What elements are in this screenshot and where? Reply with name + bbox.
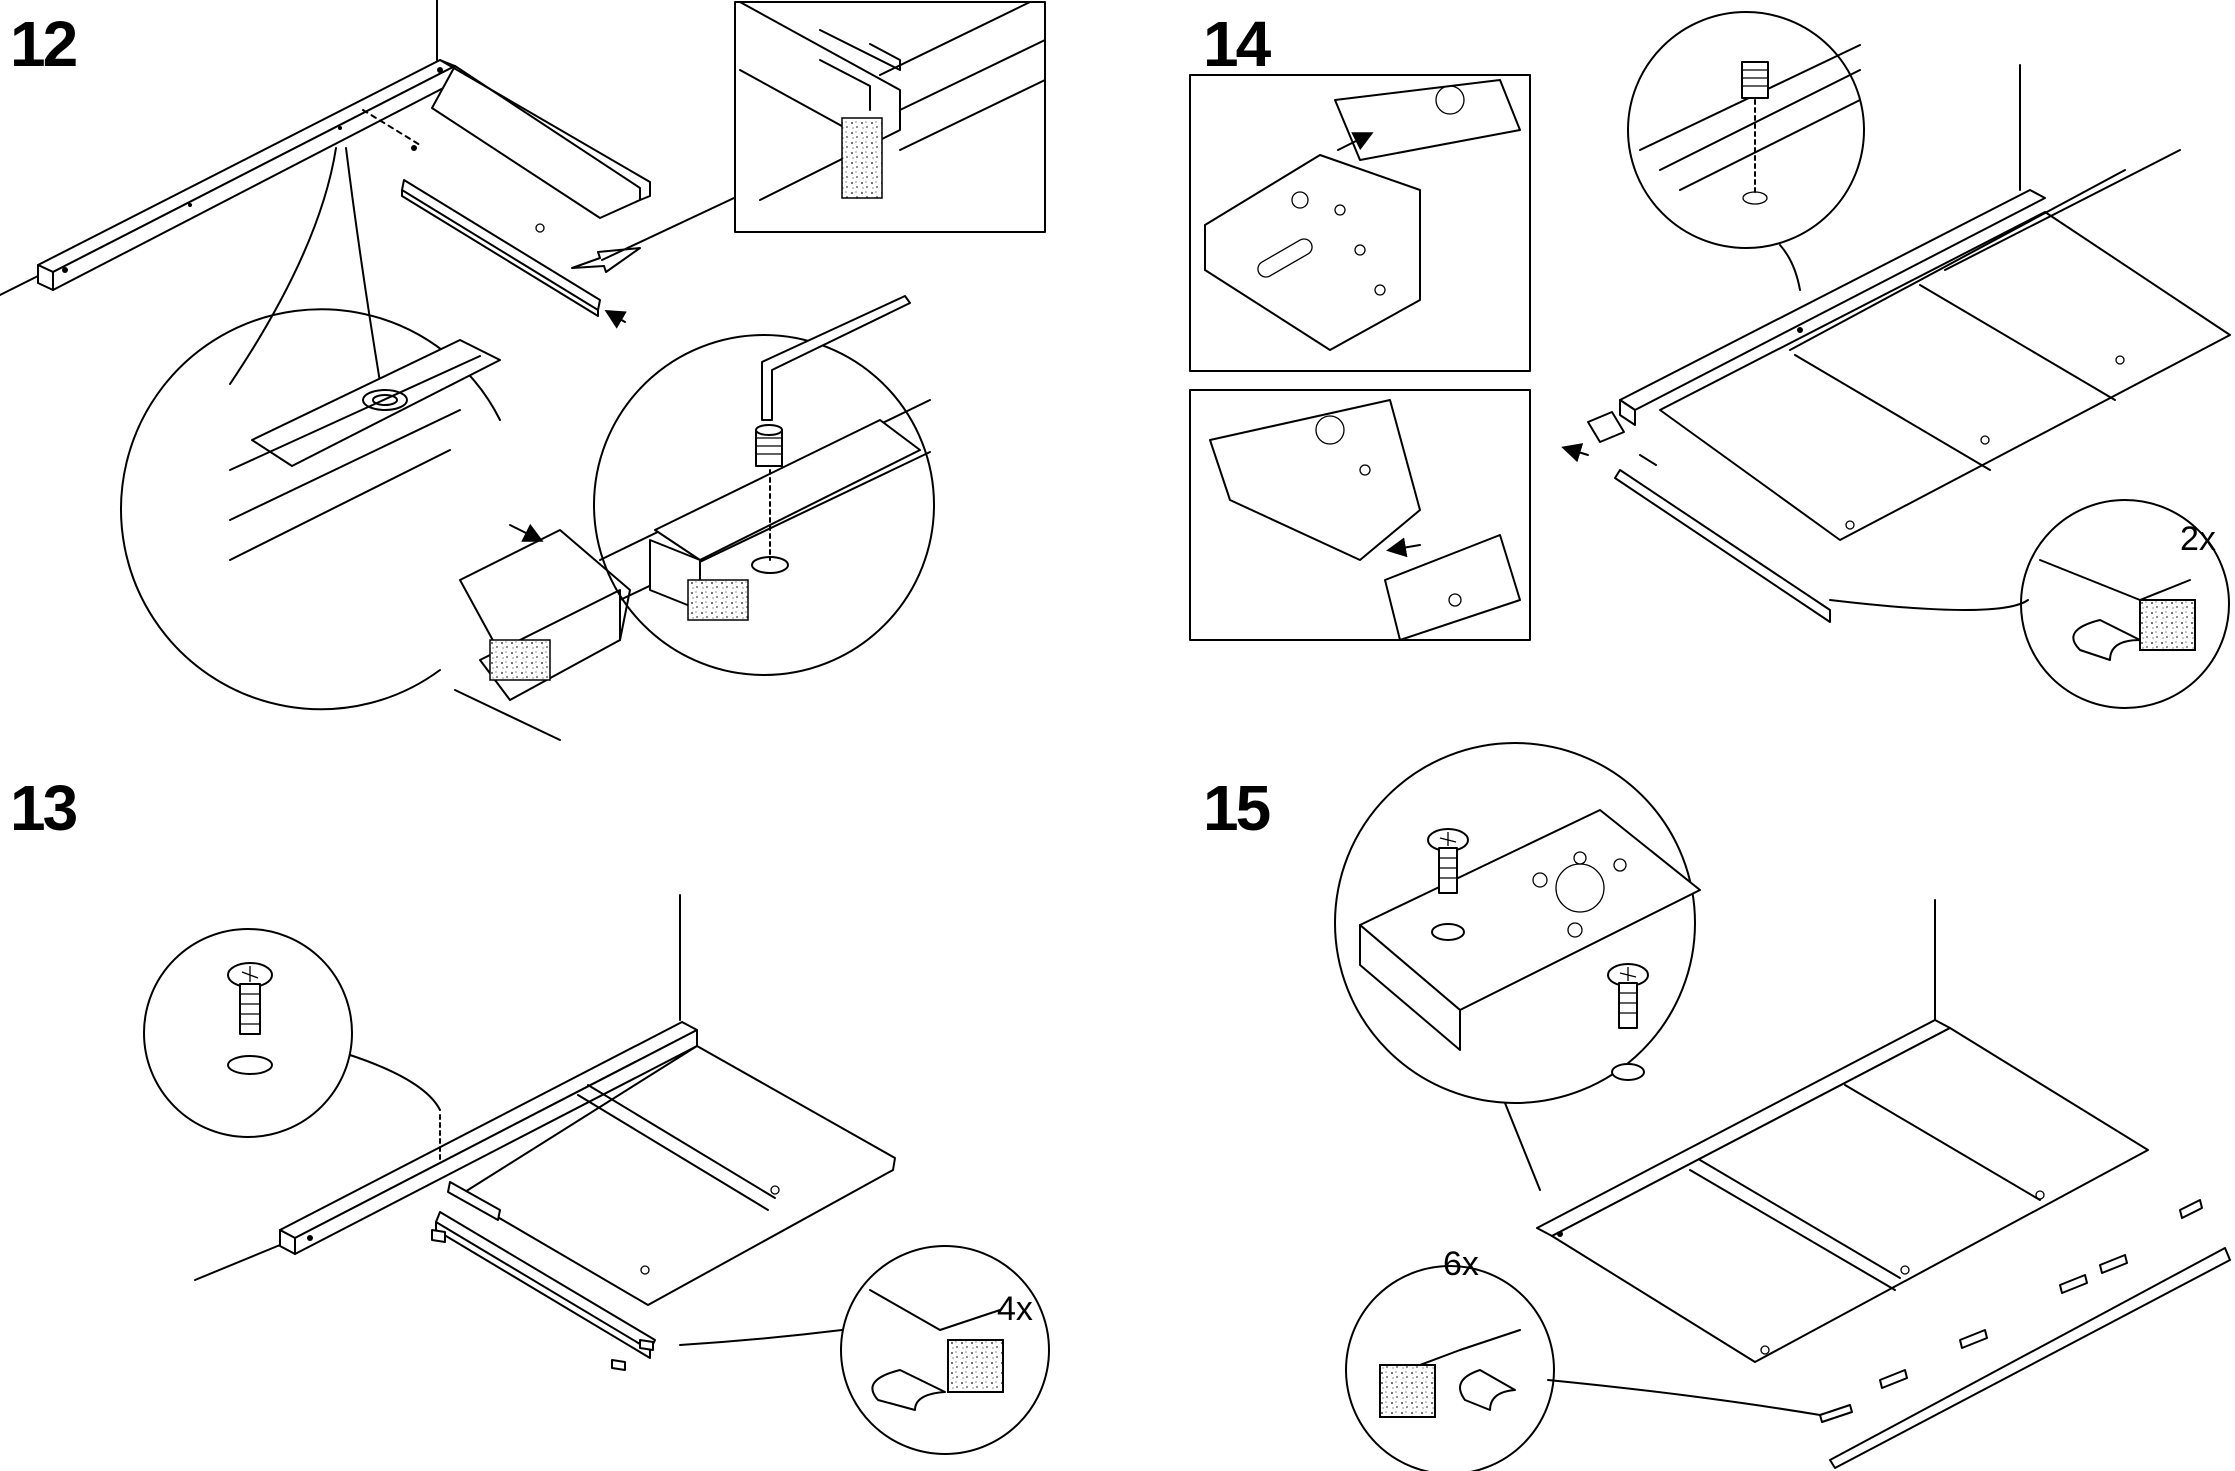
step-number-12: 12 — [10, 8, 78, 80]
quantity-label-14: 2x — [2180, 520, 2216, 558]
step-number-15: 15 — [1203, 772, 1271, 844]
detail-circle-screws-15 — [1334, 742, 1701, 1191]
step-number-14: 14 — [1203, 8, 1271, 80]
phillips-screw-icon — [227, 962, 273, 1035]
detail-circle-felt-pad-15 — [1345, 1265, 1821, 1471]
quantity-label-15: 6x — [1443, 1245, 1479, 1283]
detail-circle-grub-screw — [593, 295, 935, 676]
step-15-drawing — [1334, 742, 2231, 1471]
step-13-drawing — [143, 894, 1050, 1455]
felt-pad-icon — [2139, 599, 2196, 651]
step-number-13: 13 — [10, 772, 78, 844]
detail-circle-felt-pad-13 — [679, 1245, 1050, 1455]
step-12-drawing — [0, 0, 1046, 741]
grub-screw-icon — [755, 424, 783, 467]
hex-key-icon — [761, 295, 911, 421]
detail-circle-grub-screw-14 — [1627, 11, 1865, 291]
phillips-screw-icon — [1607, 963, 1649, 1029]
phillips-screw-icon — [1427, 828, 1469, 894]
detail-circle-felt-pad-14 — [1829, 499, 2230, 709]
quantity-label-13: 4x — [997, 1290, 1033, 1328]
detail-circle-screw-13 — [143, 928, 441, 1161]
detail-circle-clip — [120, 308, 631, 741]
inset-profile-detail — [734, 1, 1046, 233]
step-14-drawing — [1189, 11, 2231, 709]
